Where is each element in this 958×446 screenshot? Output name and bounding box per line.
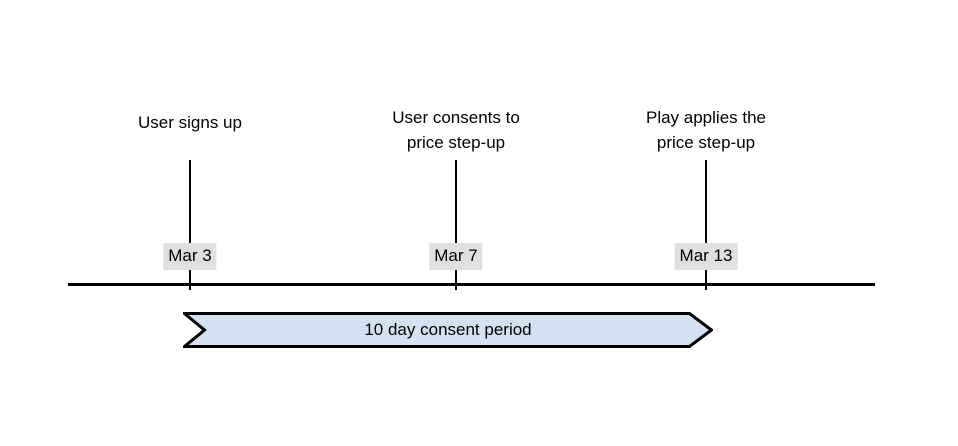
milestone-date-play-applies-step-up: Mar 13 [674, 243, 738, 270]
milestone-tick-user-signs-up [189, 160, 191, 290]
milestone-tick-play-applies-step-up [705, 160, 707, 290]
milestone-tick-user-consents [455, 160, 457, 290]
milestone-caption-user-consents: User consents to price step-up [392, 108, 520, 152]
consent-period-banner: 10 day consent period [183, 312, 713, 348]
consent-period-banner-shape [183, 312, 713, 348]
milestone-caption-play-applies-step-up: Play applies the price step-up [645, 108, 767, 152]
milestone-caption-user-signs-up: User signs up [138, 113, 242, 132]
timeline-axis [68, 283, 875, 286]
milestone-date-user-signs-up: Mar 3 [163, 243, 217, 270]
milestone-date-user-consents: Mar 7 [429, 243, 483, 270]
